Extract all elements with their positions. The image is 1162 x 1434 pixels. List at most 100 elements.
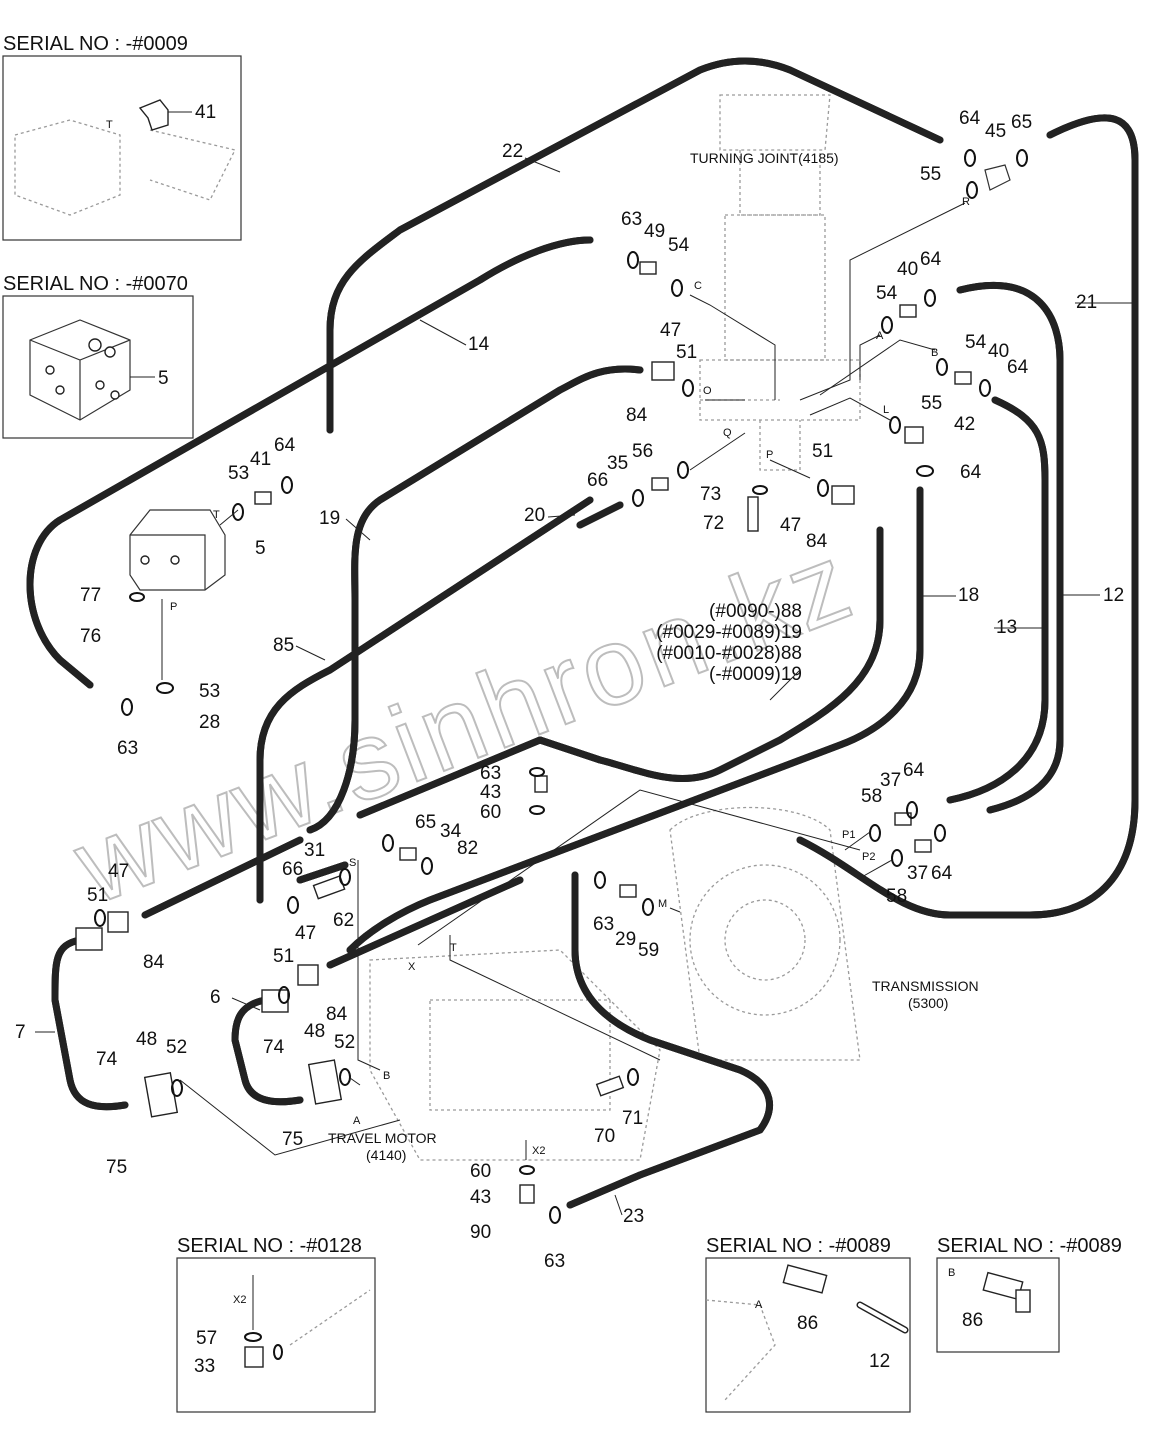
callout-49: 49 bbox=[644, 221, 665, 242]
callout-54: 54 bbox=[876, 283, 898, 304]
callout-label: 12 bbox=[869, 1351, 890, 1372]
turning-joint-label: TURNING JOINT(4185) bbox=[690, 150, 839, 166]
port-R: R bbox=[962, 196, 970, 208]
callout-20: 20 bbox=[524, 505, 545, 526]
port-L: L bbox=[883, 404, 889, 416]
callout-43: 43 bbox=[470, 1187, 491, 1208]
port-B: B bbox=[383, 1070, 390, 1082]
callout-58: 58 bbox=[861, 786, 882, 807]
callout-47: 47 bbox=[660, 320, 681, 341]
port-label: X2 bbox=[233, 1294, 246, 1306]
port-lines bbox=[161, 202, 966, 1160]
callout-43: 43 bbox=[480, 782, 501, 803]
callout-label: 41 bbox=[195, 102, 216, 123]
callout-47: 47 bbox=[780, 515, 801, 536]
callout-84: 84 bbox=[626, 405, 648, 426]
callout-76: 76 bbox=[80, 626, 101, 647]
port-A: A bbox=[876, 330, 884, 342]
serial-box-0009: SERIAL NO : -#0009 T 41 bbox=[2, 33, 242, 241]
callout-72: 72 bbox=[703, 513, 724, 534]
serial-title: SERIAL NO : -#0009 bbox=[3, 33, 188, 55]
callout-28: 28 bbox=[199, 712, 220, 733]
callout-62: 62 bbox=[333, 910, 354, 931]
callout-37: 37 bbox=[880, 770, 901, 791]
serial-title: SERIAL NO : -#0128 bbox=[177, 1235, 362, 1257]
callout-48: 48 bbox=[136, 1029, 157, 1050]
callout-51: 51 bbox=[87, 885, 108, 906]
callout-64: 64 bbox=[960, 462, 982, 483]
callout-64: 64 bbox=[274, 435, 296, 456]
callout-63: 63 bbox=[480, 763, 501, 784]
travel-motor-code: (4140) bbox=[366, 1147, 406, 1163]
serial-title: SERIAL NO : -#0089 bbox=[706, 1235, 891, 1257]
serial-title: SERIAL NO : -#0070 bbox=[3, 273, 188, 295]
port-O: O bbox=[703, 385, 712, 397]
callout-60: 60 bbox=[480, 802, 501, 823]
callout-42: 42 bbox=[954, 414, 975, 435]
callout-14: 14 bbox=[468, 334, 490, 355]
callout-52: 52 bbox=[166, 1037, 187, 1058]
component-names: TURNING JOINT(4185) TRANSMISSION (5300) … bbox=[328, 150, 979, 1163]
port-Q: Q bbox=[723, 427, 732, 439]
travel-motor-label: TRAVEL MOTOR bbox=[328, 1130, 437, 1146]
callout-label: 86 bbox=[962, 1310, 983, 1331]
port-P: P bbox=[170, 601, 177, 613]
transmission-label: TRANSMISSION bbox=[872, 978, 979, 994]
callout-82: 82 bbox=[457, 838, 478, 859]
callout-74: 74 bbox=[96, 1049, 118, 1070]
callout-71: 71 bbox=[622, 1108, 643, 1129]
port-label: A bbox=[755, 1299, 763, 1311]
callout-41: 41 bbox=[250, 449, 271, 470]
port-M: M bbox=[658, 898, 667, 910]
callout-51: 51 bbox=[812, 441, 833, 462]
callout-66: 66 bbox=[282, 859, 303, 880]
callout-65: 65 bbox=[1011, 112, 1032, 133]
callout-numbers: 22 64 45 65 55 63 49 54 40 64 21 14 54 4… bbox=[15, 108, 1124, 1272]
port-letters: R C A B O L Q P T P S X T P1 P2 M B A X2 bbox=[170, 196, 970, 1157]
callout-5: 5 bbox=[255, 538, 266, 559]
callout-64: 64 bbox=[1007, 357, 1029, 378]
callout-64: 64 bbox=[959, 108, 981, 129]
callout-23: 23 bbox=[623, 1206, 644, 1227]
callout-64: 64 bbox=[903, 760, 925, 781]
callout-52: 52 bbox=[334, 1032, 355, 1053]
callout-label: 5 bbox=[158, 368, 169, 389]
port-C: C bbox=[694, 280, 702, 292]
callout-40: 40 bbox=[988, 341, 1009, 362]
callout-35: 35 bbox=[607, 453, 628, 474]
callout-56: 56 bbox=[632, 441, 653, 462]
callout-53: 53 bbox=[199, 681, 220, 702]
callout-73: 73 bbox=[700, 484, 721, 505]
callout-29: 29 bbox=[615, 929, 636, 950]
callout-64: 64 bbox=[920, 249, 942, 270]
callout-59: 59 bbox=[638, 940, 659, 961]
callout-label: 57 bbox=[196, 1328, 217, 1349]
serial-box-0070: SERIAL NO : -#0070 5 bbox=[2, 273, 194, 439]
serial-title: SERIAL NO : -#0089 bbox=[937, 1235, 1122, 1257]
callout-53: 53 bbox=[228, 463, 249, 484]
callout-74: 74 bbox=[263, 1037, 285, 1058]
serial-box-0089-a: SERIAL NO : -#0089 A 86 12 bbox=[705, 1235, 911, 1413]
callout-75: 75 bbox=[106, 1157, 127, 1178]
callout-64: 64 bbox=[931, 863, 953, 884]
callout-70: 70 bbox=[594, 1126, 615, 1147]
callout-63: 63 bbox=[117, 738, 138, 759]
callout-37: 37 bbox=[907, 863, 928, 884]
callout-47: 47 bbox=[295, 923, 316, 944]
port-A: A bbox=[353, 1115, 361, 1127]
callout-63: 63 bbox=[621, 209, 642, 230]
callout-48: 48 bbox=[304, 1021, 325, 1042]
callout-label: 86 bbox=[797, 1313, 818, 1334]
callout-65: 65 bbox=[415, 812, 436, 833]
callout-31: 31 bbox=[304, 840, 325, 861]
callout-84: 84 bbox=[326, 1004, 348, 1025]
callout-77: 77 bbox=[80, 585, 101, 606]
callout-51: 51 bbox=[273, 946, 294, 967]
port-S: S bbox=[349, 857, 356, 869]
serial-variants: (#0090-)88 (#0029-#0089)19 (#0010-#0028)… bbox=[656, 601, 802, 701]
callout-label: 33 bbox=[194, 1356, 215, 1377]
callout-18: 18 bbox=[958, 585, 979, 606]
callout-34: 34 bbox=[440, 821, 462, 842]
port-label: B bbox=[948, 1267, 955, 1279]
